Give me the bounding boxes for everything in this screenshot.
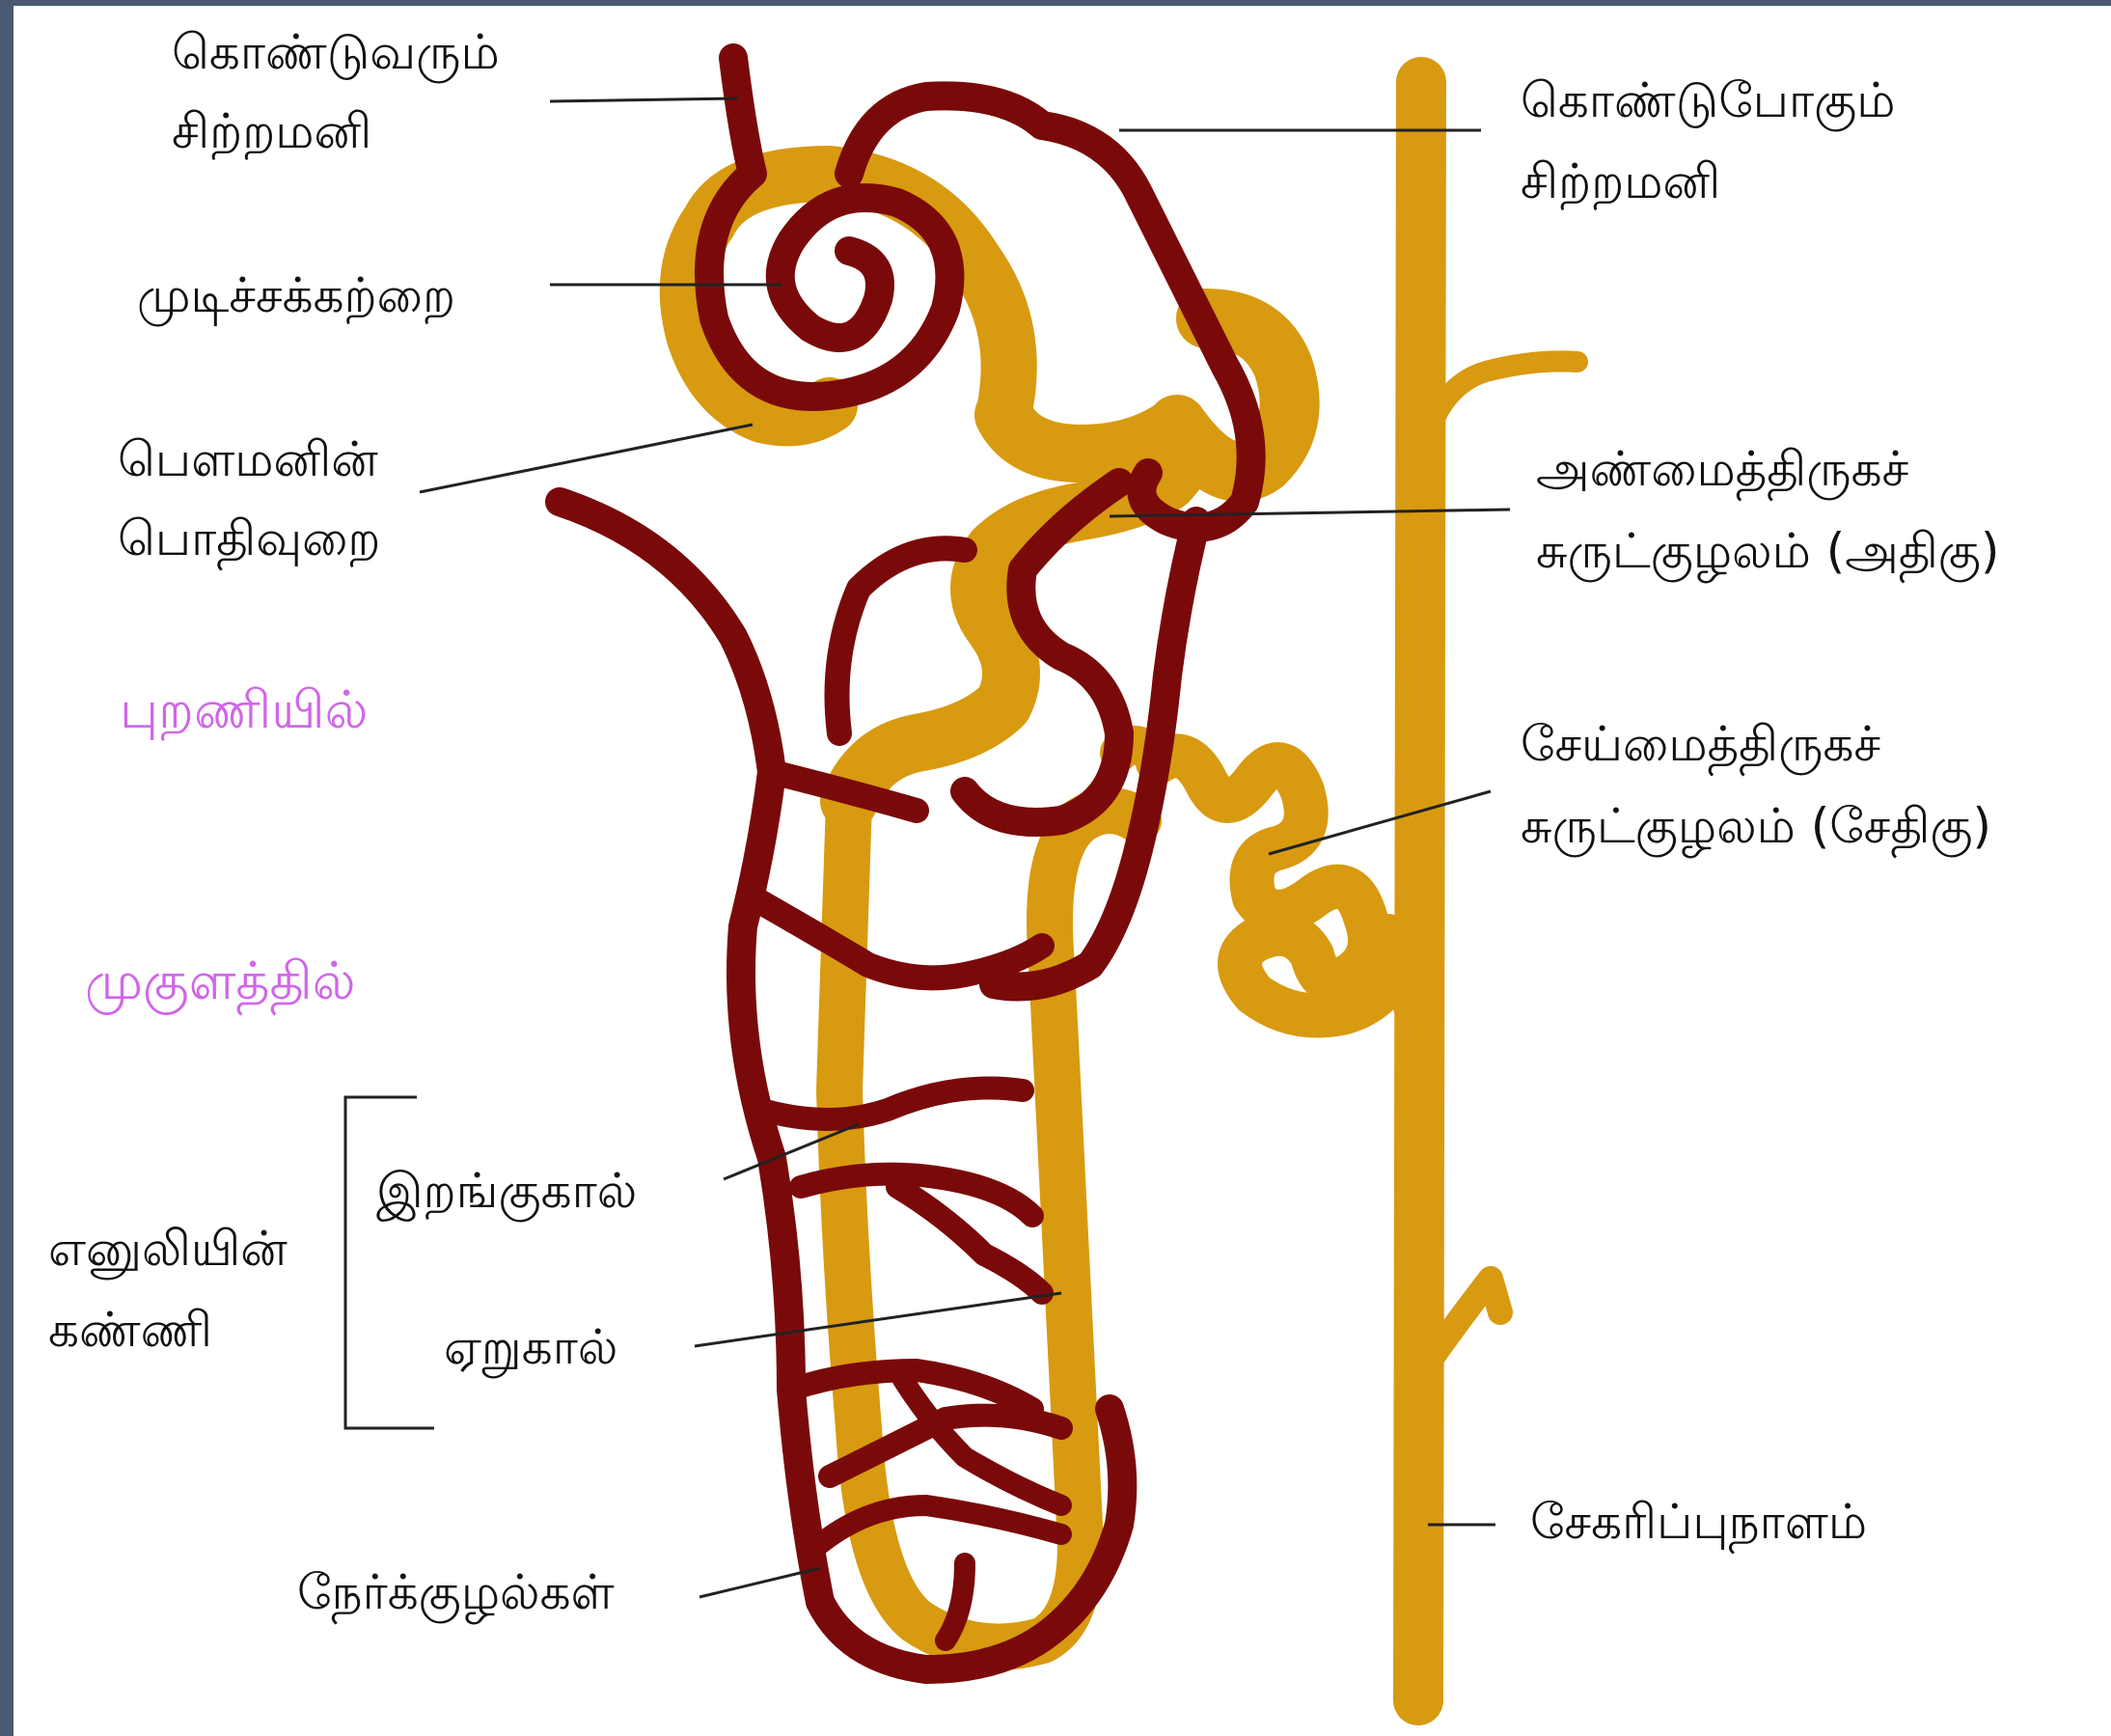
bowmans-capsule-label-2: பொதிவுறை [118,496,380,581]
distal-tubule-label-1: சேய்மைத்திருகச் [1521,702,1880,786]
glomerulus-label: முடிச்சக்கற்றை [137,253,455,338]
cortex-zone-label: புறணியில் [120,668,369,753]
afferent-arteriole-label-1: கொண்டுவரும் [172,10,500,95]
medulla-zone-label: முகுளத்தில் [85,939,356,1024]
proximal-tubule-label-2: சுருட்குழலம் (அதிகு) [1536,509,1999,593]
efferent-arteriole-label-2: சிற்றமனி [1521,139,1720,224]
ascending-limb-label: ஏறுகால் [444,1305,617,1390]
vasa-recta-label: நேர்க்குழல்கள் [297,1550,615,1635]
distal-tubule-label-2: சுருட்குழலம் (சேதிகு) [1521,784,1991,868]
loop-of-henle-label-1: எனுலியின் [48,1206,288,1291]
efferent-arteriole-label-1: கொண்டுபோகும் [1521,58,1895,143]
bowmans-capsule-label-1: பௌமனின் [118,417,378,502]
descending-limb-label: இறங்குகால் [376,1148,637,1233]
collecting-duct-label: சேகரிப்புநாளம் [1530,1479,1867,1564]
loop-of-henle-label-2: கண்ணி [48,1287,212,1372]
collecting-duct-shape [1389,82,1577,1700]
afferent-arteriole-label-2: சிற்றமனி [172,89,371,174]
proximal-tubule-label-1: அண்மைத்திருகச் [1536,427,1908,511]
